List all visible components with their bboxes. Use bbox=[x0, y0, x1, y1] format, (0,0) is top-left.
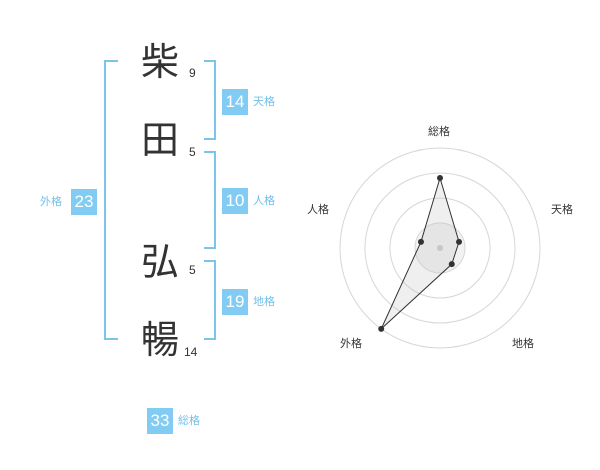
radar-label-chikaku: 地格 bbox=[512, 337, 534, 350]
radar-point-3 bbox=[378, 325, 385, 332]
gaikaku-bracket bbox=[104, 60, 118, 340]
radar-polygon bbox=[380, 176, 460, 330]
radar-point-0 bbox=[437, 175, 443, 181]
radar-label-jinkaku: 人格 bbox=[307, 203, 329, 216]
jinkaku-score: 10 bbox=[222, 188, 248, 214]
jinkaku-label: 人格 bbox=[253, 194, 275, 207]
radar-ring-3 bbox=[364, 172, 516, 324]
radar-ring-2 bbox=[389, 197, 491, 299]
radar-label-gaikaku: 外格 bbox=[340, 337, 362, 350]
chikaku-score: 19 bbox=[222, 289, 248, 315]
radar-ring-4 bbox=[339, 147, 541, 349]
soukaku-score: 33 bbox=[147, 408, 173, 434]
radar-point-2 bbox=[448, 261, 455, 268]
radar-point-1 bbox=[456, 238, 463, 245]
name-char-3: 弘 bbox=[140, 240, 179, 284]
name-char-4: 暢 bbox=[140, 318, 179, 362]
stroke-count-2: 5 bbox=[189, 145, 196, 159]
name-char-1: 柴 bbox=[140, 40, 179, 84]
radar-label-tenkaku: 天格 bbox=[551, 203, 573, 216]
tenkaku-score: 14 bbox=[222, 89, 248, 115]
tenkaku-label: 天格 bbox=[253, 95, 275, 108]
name-char-2: 田 bbox=[140, 118, 179, 162]
radar-label-soukaku: 総格 bbox=[428, 125, 450, 138]
stroke-count-3: 5 bbox=[189, 263, 196, 277]
tenkaku-bracket bbox=[204, 60, 216, 140]
chikaku-bracket bbox=[204, 260, 216, 340]
stroke-count-1: 9 bbox=[189, 66, 196, 80]
jinkaku-bracket bbox=[204, 151, 216, 249]
stroke-count-4: 14 bbox=[184, 345, 198, 359]
chikaku-label: 地格 bbox=[253, 295, 275, 308]
radar-ring-1 bbox=[414, 222, 466, 274]
gaikaku-score: 23 bbox=[71, 189, 97, 215]
gaikaku-label: 外格 bbox=[40, 195, 62, 208]
radar-center bbox=[437, 245, 443, 251]
soukaku-label: 総格 bbox=[178, 414, 200, 427]
radar-point-4 bbox=[417, 238, 424, 245]
